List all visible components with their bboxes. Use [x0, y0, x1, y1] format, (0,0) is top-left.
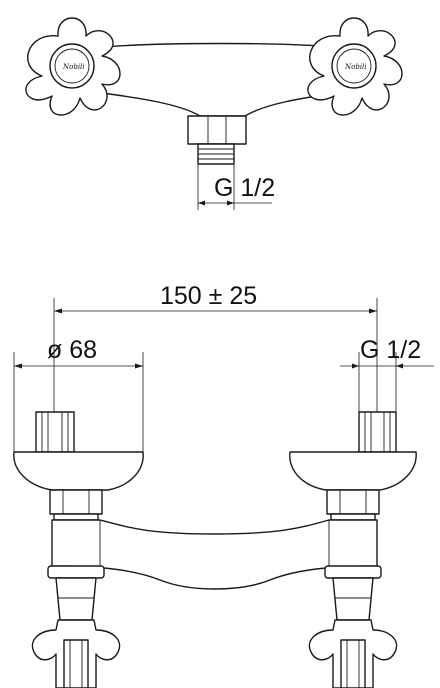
- left-wall-cover: [13, 451, 144, 491]
- right-lower-ring: [324, 565, 382, 579]
- left-hex-nut: [49, 489, 103, 521]
- left-lower-ring: [47, 565, 105, 579]
- side-thread-dimension: G 1/2: [340, 336, 434, 412]
- top-thread-dimension: G 1/2: [197, 164, 275, 210]
- top-left-cross-handle: Nobili: [25, 17, 121, 116]
- side-thread-label: G 1/2: [360, 336, 421, 364]
- front-view: 150 ± 25 ø 68 G 1/2: [13, 282, 434, 688]
- left-connector: [35, 411, 75, 453]
- top-view-outlet-nut: [187, 115, 247, 145]
- right-wall-cover: [289, 451, 417, 491]
- top-thread-label: G 1/2: [214, 174, 275, 202]
- right-valve-stem: [332, 577, 374, 621]
- brand-logo: Nobili: [62, 63, 85, 71]
- center-distance-label: 150 ± 25: [160, 282, 257, 310]
- brand-logo: Nobili: [344, 63, 367, 71]
- bottom-left-cross-handle: [31, 619, 121, 688]
- right-connector: [358, 411, 397, 453]
- diameter-label: ø 68: [47, 336, 97, 364]
- top-right-cross-handle: Nobili: [307, 17, 403, 116]
- top-view: Nobili Nobili G 1/2: [25, 17, 403, 210]
- diameter-dimension: ø 68: [13, 336, 144, 452]
- right-hex-nut: [326, 489, 380, 521]
- center-distance-dimension: 150 ± 25: [53, 282, 378, 452]
- bottom-right-cross-handle: [308, 619, 398, 688]
- left-valve-stem: [55, 577, 97, 621]
